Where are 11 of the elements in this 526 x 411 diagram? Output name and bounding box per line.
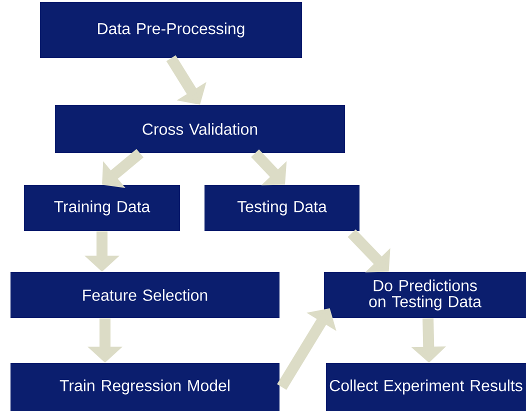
process-box: Data Pre-Processing: [40, 2, 302, 58]
block-arrow: [102, 148, 144, 188]
process-box: Collect Experiment Results: [326, 363, 526, 411]
process-box: Training Data: [24, 185, 180, 231]
process-box: Testing Data: [204, 185, 360, 231]
block-arrow: [348, 229, 390, 272]
process-box: Do Predictions on Testing Data: [324, 272, 526, 318]
process-box: Feature Selection: [10, 272, 280, 318]
process-box: Cross Validation: [55, 105, 345, 153]
block-arrow: [251, 149, 287, 186]
process-box: Train Regression Model: [10, 363, 280, 411]
